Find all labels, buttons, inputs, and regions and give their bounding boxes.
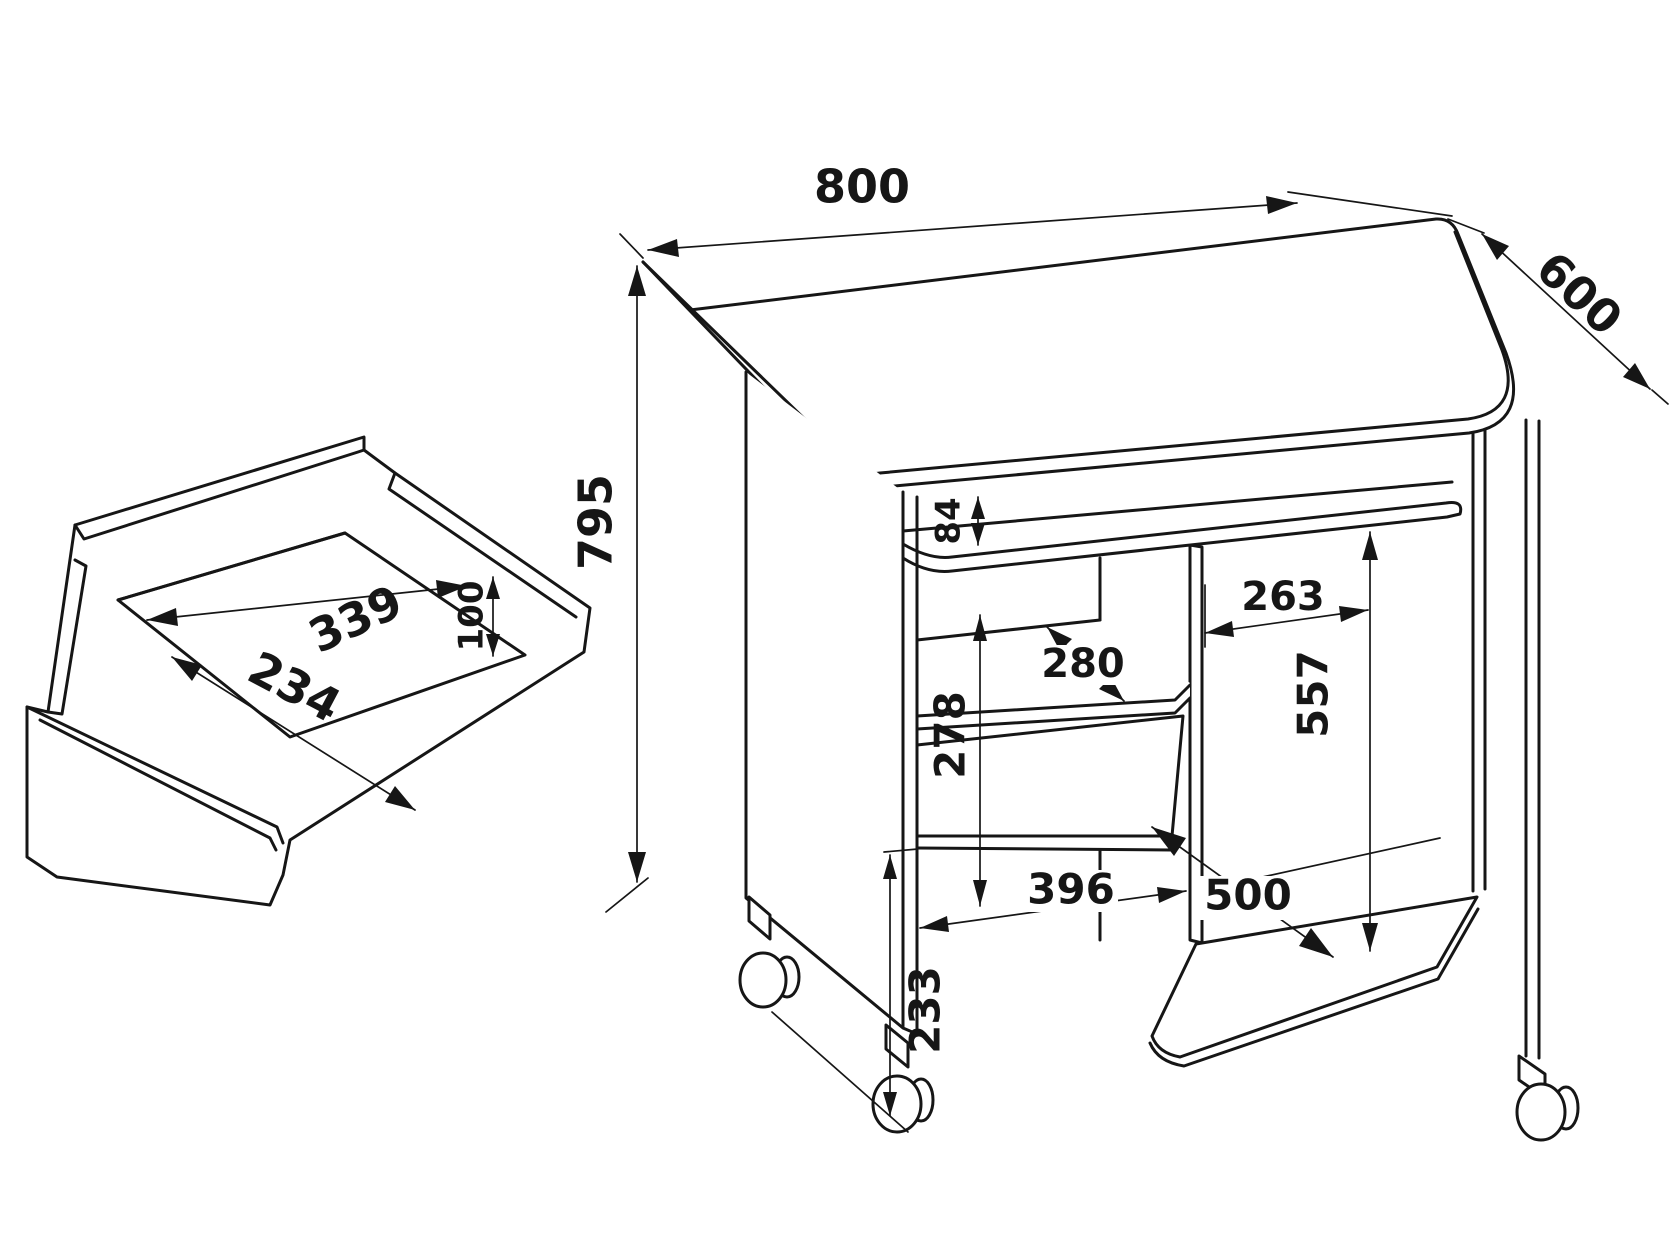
dim-keyboard-tray-drop: 84 bbox=[929, 496, 985, 546]
dim-right-bay-height: 557 bbox=[1289, 531, 1378, 952]
dim-label: 84 bbox=[929, 497, 969, 544]
dim-tray-to-shelf: 278 bbox=[926, 614, 987, 907]
caster-wheel-front-left bbox=[871, 1074, 923, 1134]
dim-top-width: 800 bbox=[619, 160, 1453, 259]
drawer-right-wall-top-band bbox=[387, 471, 578, 619]
caster-wheel-right bbox=[1515, 1082, 1567, 1142]
dim-right-bay-width: 263 bbox=[1204, 574, 1369, 648]
caster-wheel-back-left bbox=[738, 951, 788, 1009]
dim-cpu-shelf-depth: 500 bbox=[1151, 826, 1334, 958]
desk-front-right-leg bbox=[1524, 418, 1541, 1060]
drawer-front-wall-top-edge bbox=[25, 705, 285, 845]
desk-shelf-front-edge bbox=[915, 683, 1192, 718]
drawer-drawing: 339 234 100 bbox=[25, 435, 592, 907]
dim-label: 795 bbox=[569, 474, 623, 570]
dim-label: 500 bbox=[1204, 871, 1292, 920]
dim-label: 396 bbox=[1027, 865, 1115, 914]
drawer-outline bbox=[25, 435, 592, 907]
desk-left-panel bbox=[744, 370, 919, 1036]
desk-ground-line bbox=[771, 1011, 909, 1133]
caster-plate-front-left bbox=[884, 1023, 910, 1069]
dim-label: 600 bbox=[1526, 241, 1633, 346]
dim-left-bay-width: 396 bbox=[919, 865, 1187, 932]
desk-keyboard-tray bbox=[901, 501, 1463, 573]
desk-tray-back-edge bbox=[901, 480, 1454, 533]
drawer-left-wall-top-band bbox=[46, 558, 88, 716]
dim-height: 795 bbox=[569, 265, 649, 913]
caster-plate-back-left bbox=[747, 895, 772, 941]
dim-drawer-to-floor: 233 bbox=[883, 848, 950, 1117]
desk-cpu-shelf-band bbox=[1148, 907, 1480, 1068]
dim-label: 800 bbox=[814, 160, 910, 214]
dim-label: 100 bbox=[452, 581, 492, 652]
dim-drawer-inner-height: 100 bbox=[452, 576, 500, 657]
dim-label: 278 bbox=[926, 691, 975, 779]
dim-label: 233 bbox=[901, 966, 950, 1054]
drawer-floor-edges bbox=[116, 531, 527, 739]
dim-label: 280 bbox=[1041, 641, 1125, 687]
desk-drawer-bottom-band bbox=[915, 846, 1174, 852]
desk-drawing: 800 600 795 84 278 bbox=[569, 160, 1669, 1142]
drawer-back-wall-top-band bbox=[73, 448, 366, 541]
desk-shelf-back-edge bbox=[915, 618, 1102, 642]
dim-shelf-depth: 280 bbox=[1041, 626, 1125, 702]
desk-left-panel-fill bbox=[746, 372, 903, 1028]
desk-shelf-band bbox=[915, 696, 1192, 731]
drawer-front-wall-top-band bbox=[38, 718, 278, 852]
dim-label: 263 bbox=[1241, 574, 1325, 620]
dim-label: 557 bbox=[1289, 650, 1338, 738]
desk-rear-right-leg bbox=[1471, 425, 1487, 893]
desk-cpu-shelf bbox=[1150, 895, 1479, 1059]
